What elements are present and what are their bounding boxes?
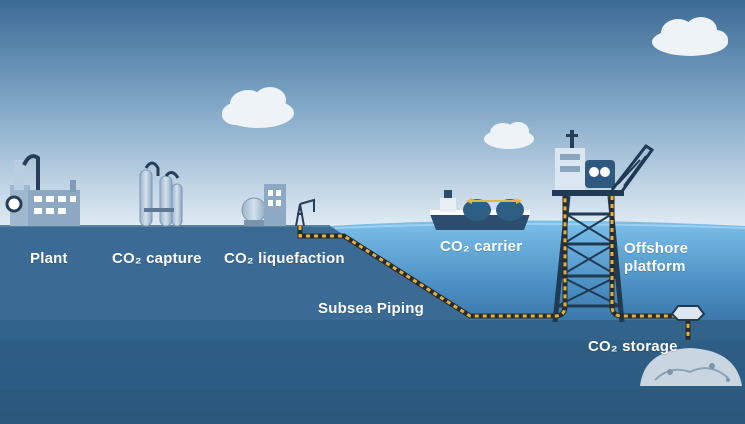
coastline [0, 226, 470, 320]
liquefaction-unit-icon [241, 184, 315, 227]
storage-pipe [609, 196, 691, 340]
plant-label: Plant [30, 250, 68, 267]
offshore-label-line2: platform [624, 258, 686, 275]
capture-label: CO₂ capture [112, 250, 202, 267]
liquefaction-label: CO₂ liquefaction [224, 250, 345, 267]
plant-icon [5, 154, 80, 226]
carrier-label: CO₂ carrier [440, 238, 523, 255]
offshore-label-line1: Offshore [624, 240, 689, 257]
ship-icon [430, 190, 530, 230]
subsea-label: Subsea Piping [318, 300, 424, 317]
cloud-icon [222, 87, 294, 128]
capture-unit-icon [139, 161, 183, 227]
cloud-icon [652, 17, 728, 56]
storage-reservoir-icon [640, 305, 742, 386]
cloud-icon [484, 122, 534, 149]
storage-label: CO₂ storage [588, 338, 678, 355]
sky [0, 0, 745, 230]
